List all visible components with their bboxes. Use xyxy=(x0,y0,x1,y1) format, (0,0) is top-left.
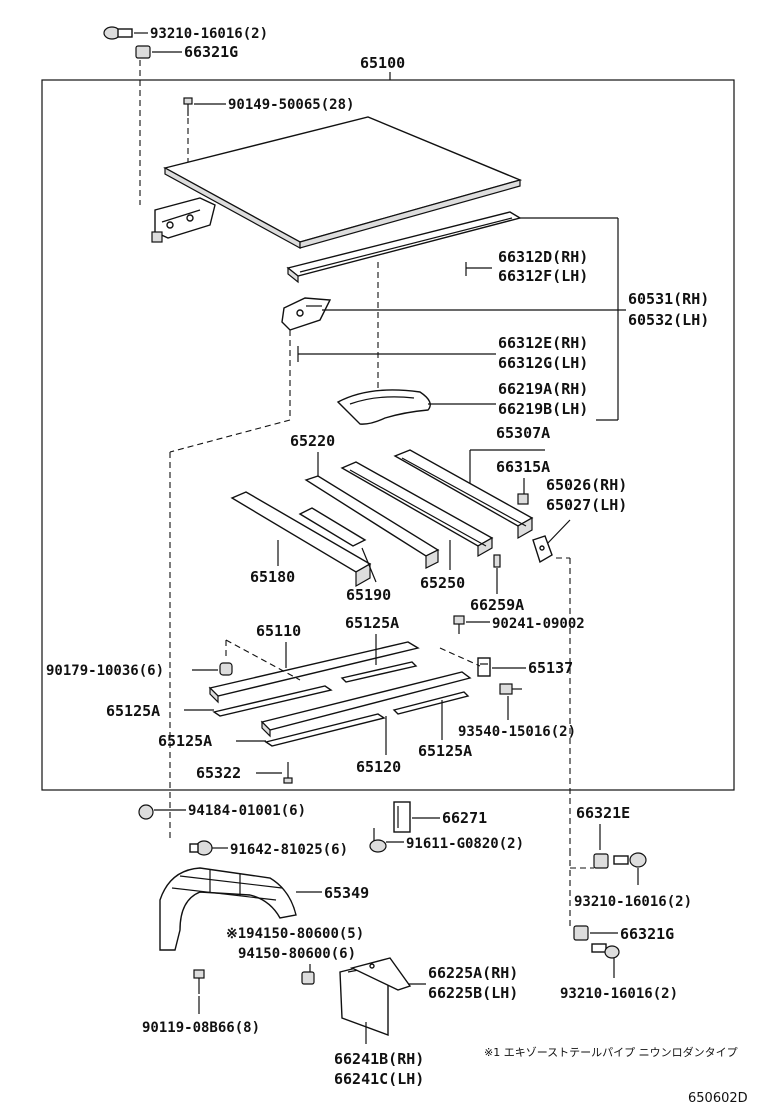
bracket-60531-icon xyxy=(281,297,332,331)
assembly-frame xyxy=(41,79,735,791)
label-66219B: 66219B(LH) xyxy=(498,400,588,418)
bolt-66312E-icon xyxy=(297,346,496,362)
label-60532: 60532(LH) xyxy=(628,311,709,329)
label-94184-01001: 94184-01001(6) xyxy=(188,803,306,819)
label-66312F: 66312F(LH) xyxy=(498,267,588,285)
label-65349: 65349 xyxy=(324,884,369,902)
bracket-65137-icon xyxy=(477,657,491,677)
label-65125A-a: 65125A xyxy=(345,614,399,632)
deck-board-icon xyxy=(163,116,523,250)
bracket-66219-icon xyxy=(336,389,431,425)
label-94150-80600: 94150-80600(6) xyxy=(238,946,356,962)
hinge-bracket-icon xyxy=(151,197,216,243)
sill-65307A-icon xyxy=(393,449,534,540)
label-65125A-d: 65125A xyxy=(418,742,472,760)
assembly-label: 65100 xyxy=(360,54,405,72)
bolt-91642-icon xyxy=(189,840,213,856)
label-93210-16016-mid: 93210-16016(2) xyxy=(574,894,692,910)
sill-65250-icon xyxy=(340,461,494,558)
label-90119-08B66: 90119-08B66(8) xyxy=(142,1020,260,1036)
clip-66315A-icon xyxy=(517,493,529,505)
clip-66321E-icon xyxy=(593,853,609,869)
label-60531: 60531(RH) xyxy=(628,290,709,308)
bolt-93210-lower-icon xyxy=(591,943,620,959)
sill-65125A-4-icon xyxy=(392,691,470,715)
sill-65125A-1-icon xyxy=(212,685,333,717)
sill-65220-icon xyxy=(304,475,440,569)
clip-90179-icon xyxy=(219,662,233,676)
bolt-65322-icon xyxy=(283,762,293,784)
label-65180: 65180 xyxy=(250,568,295,586)
bracket-65026-icon xyxy=(532,535,553,564)
label-65125A-c: 65125A xyxy=(158,732,212,750)
label-90179-10036: 90179-10036(6) xyxy=(46,663,164,679)
label-65220: 65220 xyxy=(290,432,335,450)
label-66241C: 66241C(LH) xyxy=(334,1070,424,1088)
sill-65120-icon xyxy=(260,671,472,738)
label-66225B: 66225B(LH) xyxy=(428,984,518,1002)
clip-66321G-top-icon xyxy=(135,45,151,59)
label-66271: 66271 xyxy=(442,809,487,827)
label-66219A: 66219A(RH) xyxy=(498,380,588,398)
label-65137: 65137 xyxy=(528,659,573,677)
footer-code: 650602D xyxy=(688,1091,748,1106)
sill-65180-icon xyxy=(230,491,372,588)
label-91642-81025: 91642-81025(6) xyxy=(230,842,348,858)
clip-66321G-lower-icon xyxy=(573,925,589,941)
bracket-66225-icon xyxy=(349,957,412,991)
label-65190: 65190 xyxy=(346,586,391,604)
label-93210-16016-lower: 93210-16016(2) xyxy=(560,986,678,1002)
label-65120: 65120 xyxy=(356,758,401,776)
label-65125A-b: 65125A xyxy=(106,702,160,720)
label-65250: 65250 xyxy=(420,574,465,592)
bolt-66312D-icon xyxy=(465,262,492,276)
label-66312G: 66312G(LH) xyxy=(498,354,588,372)
bolt-93210-top-icon xyxy=(103,26,133,40)
pin-66259A-icon xyxy=(493,554,501,568)
label-66241B: 66241B(RH) xyxy=(334,1050,424,1068)
label-65026: 65026(RH) xyxy=(546,476,627,494)
bolt-93210-mid-icon xyxy=(613,852,647,868)
mudguard-65349-icon xyxy=(159,867,297,951)
label-194150-80600: ※194150-80600(5) xyxy=(226,926,364,942)
bolt-93540-icon xyxy=(499,683,522,695)
bracket-66271-icon xyxy=(393,801,411,833)
sill-65125A-3-icon xyxy=(264,713,386,747)
label-66312D: 66312D(RH) xyxy=(498,248,588,266)
label-66225A: 66225A(RH) xyxy=(428,964,518,982)
label-65110: 65110 xyxy=(256,622,301,640)
label-91611-G0820: 91611-G0820(2) xyxy=(406,836,524,852)
label-65027: 65027(LH) xyxy=(546,496,627,514)
screw-90149-icon xyxy=(183,97,193,116)
label-93540-15016: 93540-15016(2) xyxy=(458,724,576,740)
label-66312E: 66312E(RH) xyxy=(498,334,588,352)
bolt-91611-icon xyxy=(369,828,387,853)
screw-90241-icon xyxy=(453,615,465,634)
nut-94184-icon xyxy=(138,804,154,820)
label-66315A: 66315A xyxy=(496,458,550,476)
sill-65110-icon xyxy=(208,641,420,704)
label-65322: 65322 xyxy=(196,764,241,782)
label-66321G-lower: 66321G xyxy=(620,925,674,943)
label-90241-09002: 90241-09002 xyxy=(492,616,585,632)
nut-94150-icon xyxy=(301,971,315,985)
sill-65125A-2-icon xyxy=(340,661,418,683)
label-66321E: 66321E xyxy=(576,804,630,822)
label-66321G-top: 66321G xyxy=(184,43,238,61)
footnote: ※1 エキゾーストテールパイプ ニウンロダンタイプ xyxy=(484,1045,738,1059)
bolt-90119-icon xyxy=(193,969,205,994)
label-65307A: 65307A xyxy=(496,424,550,442)
label-90149-50065: 90149-50065(28) xyxy=(228,97,354,113)
label-93210-16016-top: 93210-16016(2) xyxy=(150,26,268,42)
sill-65190-icon xyxy=(298,507,367,547)
label-66259A: 66259A xyxy=(470,596,524,614)
